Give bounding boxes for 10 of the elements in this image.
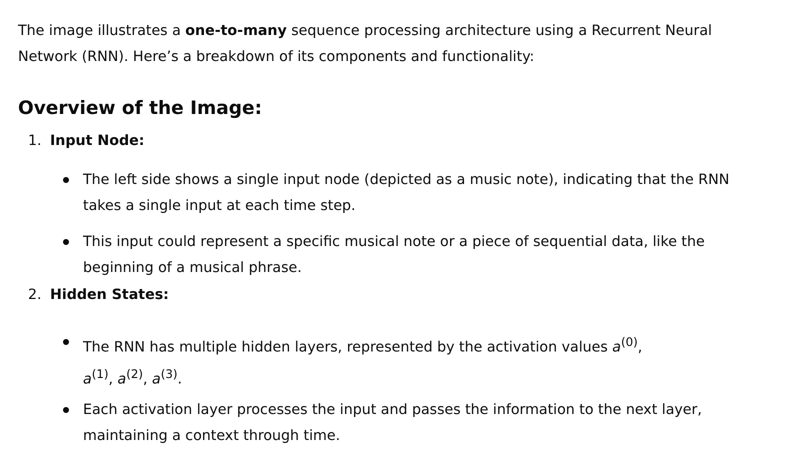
paragraph: The image illustrates a one-to-many sequence processing architecture using a Recurrent Neural Network (RNN). Here’s a breakdown of its components and functionality: <box>18 22 713 67</box>
list-item-title: Hidden States: <box>50 286 169 305</box>
bullet-text: This input could represent a specific musical note or a piece of sequential data, like the beginning of a musical phrase. <box>83 233 706 278</box>
list-item-title: Input Node: <box>50 132 144 151</box>
section-heading: Overview of the Image: <box>18 97 263 121</box>
bullet-text: The left side shows a single input node (depicted as a music note), indicating that the RNN takes a single input at each time step. <box>83 171 730 216</box>
bullet-text: Each activation layer processes the input and passes the information to the next layer, maintaining a context through time. <box>83 401 703 446</box>
list-number: 2. <box>28 286 42 305</box>
bullet-text: The RNN has multiple hidden layers, represented by the activation values a$^{(0)}$, a$^{(1)}$, a$^{(2)}$, a$^{(3)}$. <box>83 334 643 390</box>
list-number: 1. <box>28 132 42 151</box>
